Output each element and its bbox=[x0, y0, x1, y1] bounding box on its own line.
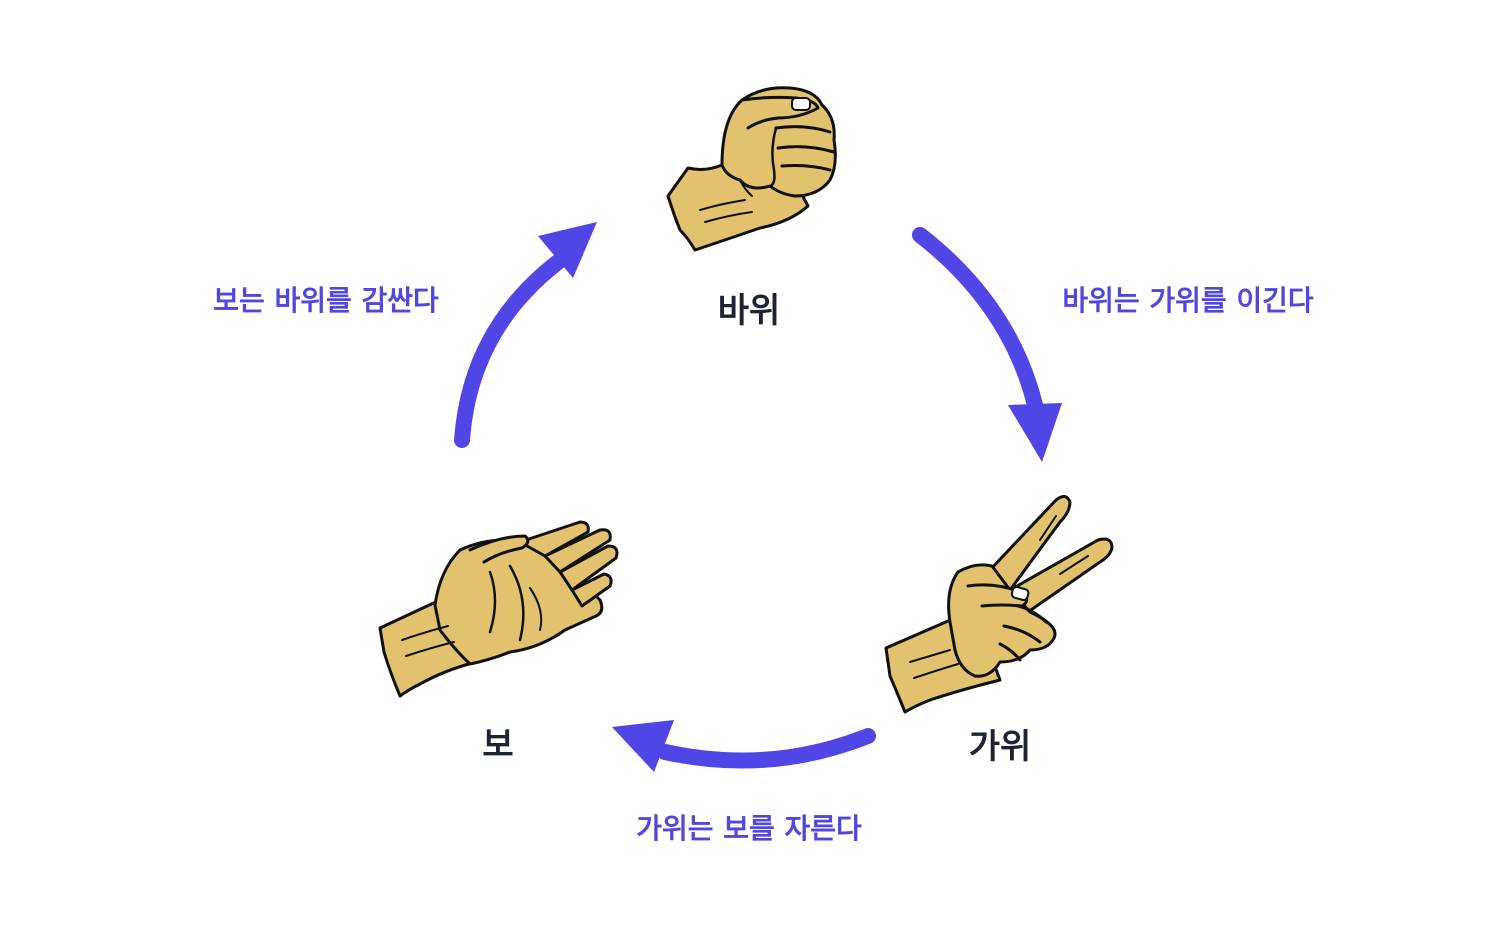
arrow-scissors-to-paper bbox=[612, 720, 876, 772]
edge-label-scissors-cut-paper: 가위는 보를 자른다 bbox=[636, 812, 862, 845]
edge-label-rock-beats-scissors: 바위는 가위를 이긴다 bbox=[1062, 284, 1314, 317]
arrow-rock-to-scissors bbox=[912, 227, 1062, 462]
arrow-paper-to-rock bbox=[454, 222, 597, 448]
fist-hand-icon bbox=[666, 86, 837, 252]
edge-label-paper-covers-rock: 보는 바위를 감싼다 bbox=[213, 284, 439, 317]
node-label-rock: 바위 bbox=[718, 291, 781, 331]
v-sign-hand-icon bbox=[884, 495, 1114, 714]
node-label-scissors: 가위 bbox=[969, 727, 1032, 767]
open-palm-hand-icon bbox=[378, 520, 619, 698]
node-label-paper: 보 bbox=[482, 725, 513, 765]
